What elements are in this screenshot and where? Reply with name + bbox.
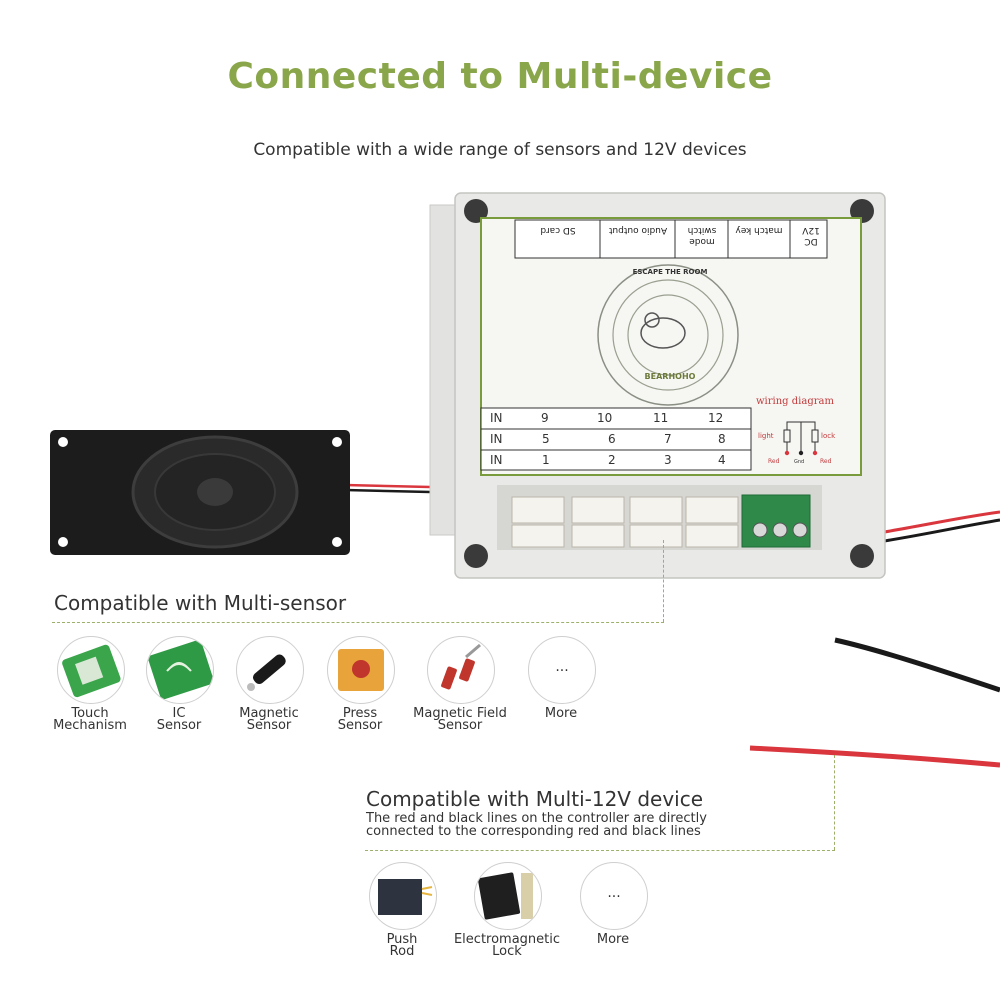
press-sensor-icon bbox=[338, 649, 384, 691]
push-rod-circle bbox=[369, 862, 437, 930]
bear-icon bbox=[640, 317, 686, 349]
loose-red-wire bbox=[749, 745, 1000, 768]
label-audio-output: Audio output bbox=[608, 225, 668, 235]
electromagnetic-lock-circle bbox=[474, 862, 542, 930]
brand-bottom-text: BEARHOHO bbox=[644, 372, 696, 381]
magnetic-field-sensor-icon bbox=[441, 643, 481, 690]
magnetic-field-sensor-circle bbox=[427, 636, 495, 704]
label-dc-12v: DC 12V bbox=[802, 225, 820, 246]
screw-hole bbox=[850, 544, 874, 568]
screw-hole bbox=[464, 544, 488, 568]
devices-desc-line2: connected to the corresponding red and b… bbox=[366, 824, 701, 839]
in-num: 11 bbox=[653, 411, 669, 425]
in-num: 3 bbox=[664, 453, 672, 467]
wiring-red-left: Red bbox=[768, 458, 780, 465]
electromagnetic-lock-icon bbox=[477, 872, 533, 920]
devices-desc-line1: The red and black lines on the controlle… bbox=[366, 811, 707, 826]
more-sensors-label: More bbox=[544, 706, 578, 721]
speaker-wire-red bbox=[344, 483, 431, 489]
in-num: 6 bbox=[608, 432, 616, 446]
devices-heading: Compatible with Multi-12V device bbox=[366, 787, 704, 811]
more-devices-circle: ... bbox=[580, 862, 648, 930]
in-row-label: IN bbox=[490, 453, 503, 467]
wiring-light: light bbox=[758, 432, 774, 440]
more-devices-label: More bbox=[596, 932, 630, 947]
ic-sensor-circle bbox=[146, 636, 214, 704]
in-num: 8 bbox=[718, 432, 726, 446]
terminal-block bbox=[741, 494, 811, 548]
touch-sensor-icon bbox=[62, 644, 121, 698]
page-subtitle: Compatible with a wide range of sensors … bbox=[253, 140, 747, 160]
in-num: 2 bbox=[608, 453, 616, 467]
magnetic-sensor-circle bbox=[236, 636, 304, 704]
in-num: 7 bbox=[664, 432, 672, 446]
more-sensors-circle: ... bbox=[528, 636, 596, 704]
page-title: Connected to Multi-device bbox=[227, 56, 773, 97]
in-num: 5 bbox=[542, 432, 550, 446]
push-rod-icon bbox=[378, 879, 433, 915]
magnetic-sensor-icon bbox=[247, 654, 286, 691]
label-sd-card: SD card bbox=[540, 225, 576, 235]
input-table bbox=[480, 407, 752, 471]
more-icon: ... bbox=[607, 885, 621, 901]
sensor-dashed-riser bbox=[663, 540, 664, 622]
in-row-label: IN bbox=[490, 411, 503, 425]
loose-black-wire bbox=[834, 637, 1000, 693]
brand-logo-ring bbox=[597, 264, 739, 406]
label-match-key: match key bbox=[735, 225, 783, 235]
touch-sensor-circle bbox=[57, 636, 125, 704]
device-dashed-riser bbox=[834, 755, 835, 850]
brand-top-text: ESCAPE THE ROOM bbox=[632, 268, 708, 276]
wiring-gnd: Gnd bbox=[794, 459, 805, 465]
in-num: 12 bbox=[708, 411, 724, 425]
in-num: 4 bbox=[718, 453, 726, 467]
more-icon: ... bbox=[555, 659, 569, 675]
wiring-red-right: Red bbox=[820, 458, 832, 465]
device-dashed-line bbox=[365, 850, 835, 851]
in-num: 9 bbox=[541, 411, 549, 425]
in-num: 1 bbox=[542, 453, 550, 467]
speaker-wire-black bbox=[344, 488, 431, 494]
jst-connectors bbox=[511, 496, 739, 548]
sensor-dashed-line bbox=[52, 622, 664, 623]
wiring-diagram-title: wiring diagram bbox=[756, 396, 834, 407]
label-mode-switch: mode switch bbox=[687, 225, 717, 246]
sensors-heading: Compatible with Multi-sensor bbox=[54, 591, 347, 615]
ic-sensor-icon bbox=[147, 639, 213, 701]
wiring-lock: lock bbox=[821, 432, 836, 440]
in-row-label: IN bbox=[490, 432, 503, 446]
press-sensor-circle bbox=[327, 636, 395, 704]
in-num: 10 bbox=[597, 411, 613, 425]
